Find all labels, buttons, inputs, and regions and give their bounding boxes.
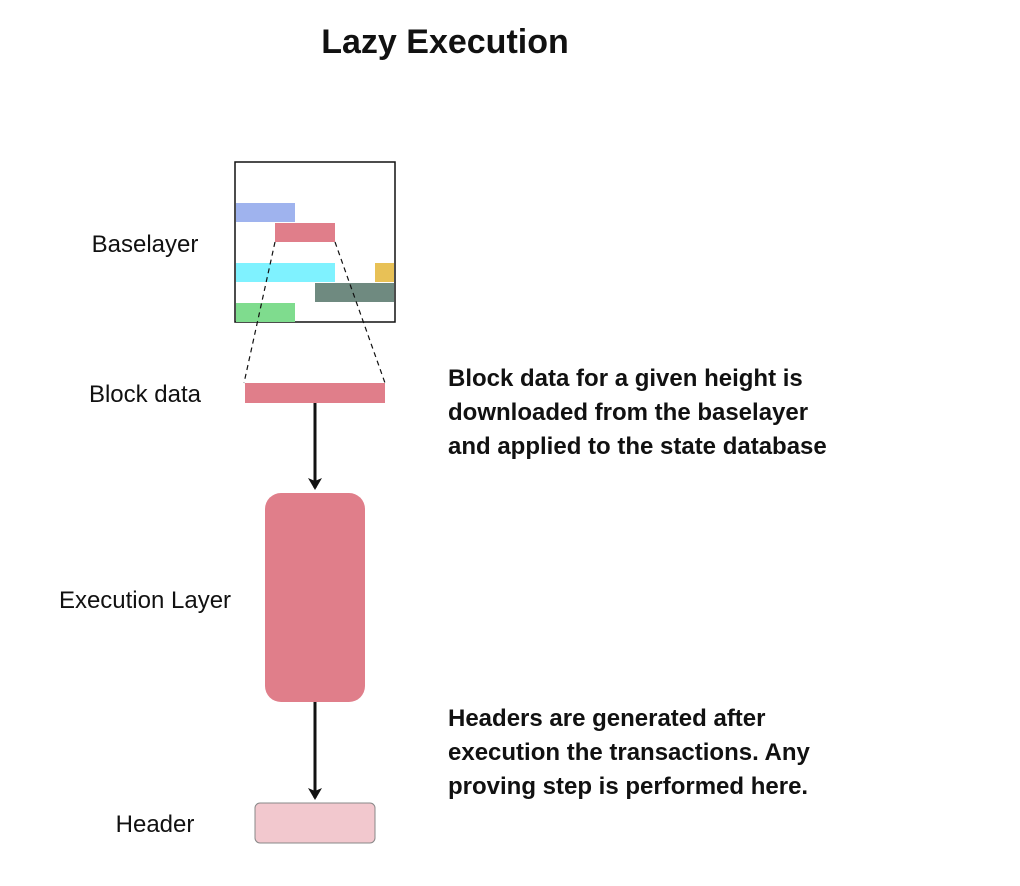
execution-layer-block <box>265 493 365 702</box>
zoom-line-left <box>243 241 276 384</box>
block-data-note: Block data for a given height is downloa… <box>448 365 827 460</box>
header-label: Header <box>115 811 195 838</box>
zoom-line-right <box>334 241 386 384</box>
baselayer-block-gray-green <box>315 283 394 302</box>
diagram-title: Lazy Execution <box>321 23 569 61</box>
baselayer-label: Baselayer <box>91 231 199 258</box>
baselayer-block-yellow <box>375 263 394 282</box>
header-note: Headers are generated after execution th… <box>448 705 810 800</box>
block-data-label: Block data <box>88 381 202 408</box>
header-block <box>254 802 376 844</box>
execution-layer-label: Execution Layer <box>58 587 232 614</box>
baselayer-block-green <box>236 303 295 322</box>
baselayer-block-blue <box>236 203 295 222</box>
baselayer-block-red <box>275 223 335 242</box>
baselayer-block-cyan <box>236 263 335 282</box>
block-data-bar <box>245 383 385 403</box>
